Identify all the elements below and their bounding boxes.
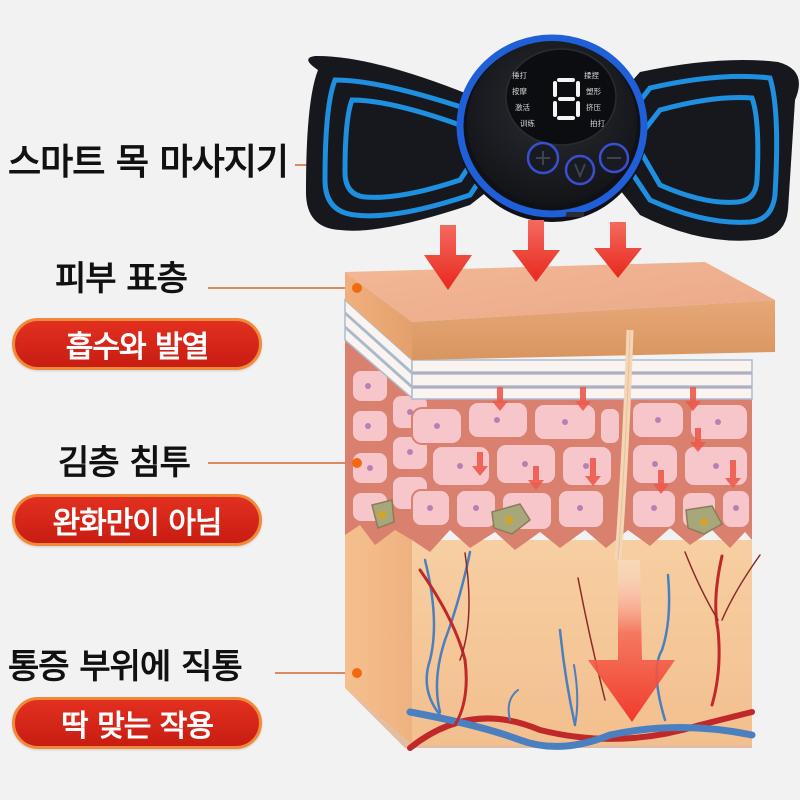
svg-text:挤压: 挤压	[586, 102, 601, 112]
not-only-relief-badge: 완화만이 아님	[12, 494, 262, 546]
product-title: 스마트 목 마사지기	[8, 142, 289, 183]
svg-text:捶打: 捶打	[512, 70, 527, 80]
svg-text:激活: 激活	[515, 102, 530, 112]
mode-labels: 捶打 按摩 激活 训练 揉捏 塑形 挤压 拍打	[512, 70, 605, 128]
absorb-heat-badge: 흡수와 발열	[12, 318, 262, 370]
perfect-fit-badge: 딱 맞는 작용	[12, 697, 262, 749]
leader-lines	[208, 164, 355, 674]
svg-text:塑形: 塑形	[586, 87, 601, 96]
svg-text:拍打: 拍打	[590, 118, 605, 128]
svg-text:训练: 训练	[520, 118, 535, 128]
epidermis-label: 피부 표층	[55, 259, 188, 299]
pain-area-label: 통증 부위에 직통	[8, 647, 243, 687]
deep-layer-label: 김층 침투	[58, 443, 191, 483]
leader-dots	[352, 283, 362, 678]
svg-text:揉捏: 揉捏	[584, 71, 599, 80]
down-arrows	[424, 220, 642, 290]
svg-text:按摩: 按摩	[512, 86, 527, 96]
massager-device	[305, 34, 799, 290]
skin-block	[344, 262, 775, 751]
display-digit	[553, 78, 580, 120]
